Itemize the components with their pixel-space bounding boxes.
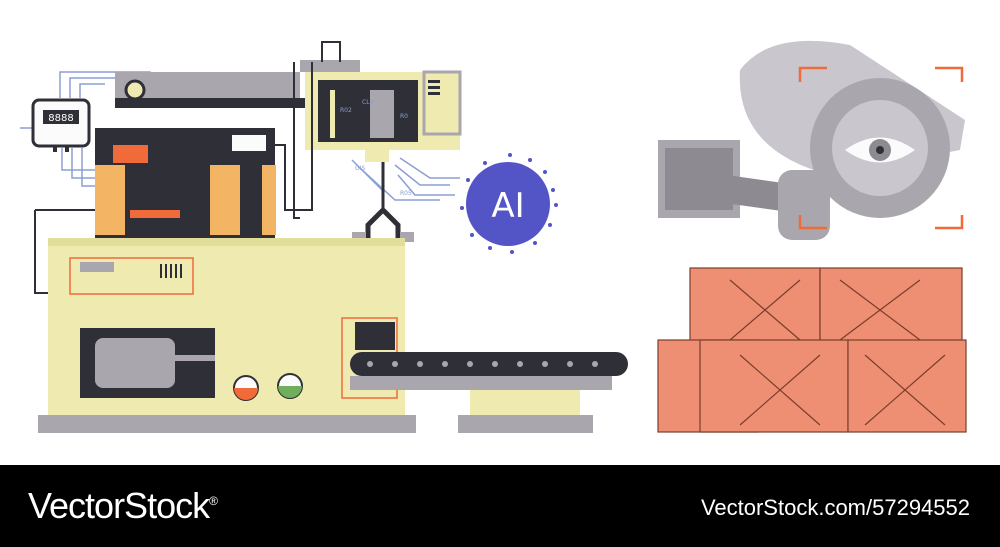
- meter-digits: 8888: [48, 113, 73, 124]
- chip-label: R05: [400, 190, 412, 197]
- footer-bar: VectorStock® VectorStock.com/57294552: [0, 465, 1000, 547]
- security-camera: [658, 40, 965, 240]
- chip-label: R0: [400, 113, 408, 120]
- ai-badge-disc: [466, 162, 550, 246]
- brand-name: VectorStock: [28, 485, 210, 526]
- circuit-lines: [20, 71, 460, 201]
- vectorstock-logo: VectorStock®: [28, 485, 218, 527]
- image-id-url: VectorStock.com/57294552: [700, 495, 970, 520]
- factory-machine: [38, 128, 416, 433]
- electric-meter: 8888: [31, 98, 91, 152]
- chip-label: GIS: [355, 165, 365, 172]
- chip-label: R02: [340, 107, 352, 114]
- control-board: R02 CLN R0 GIS R05: [305, 70, 462, 242]
- wooden-crates: [657, 267, 967, 433]
- chip-label: CLN: [362, 99, 374, 106]
- registered-mark: ®: [209, 494, 218, 508]
- robot-arm: [115, 60, 360, 108]
- ai-badge: AI: [460, 153, 558, 254]
- factory-automation-illustration: AI 8888 R02 CLN: [20, 40, 967, 433]
- ai-badge-label: AI: [491, 186, 524, 226]
- conveyor-belt: [350, 352, 628, 433]
